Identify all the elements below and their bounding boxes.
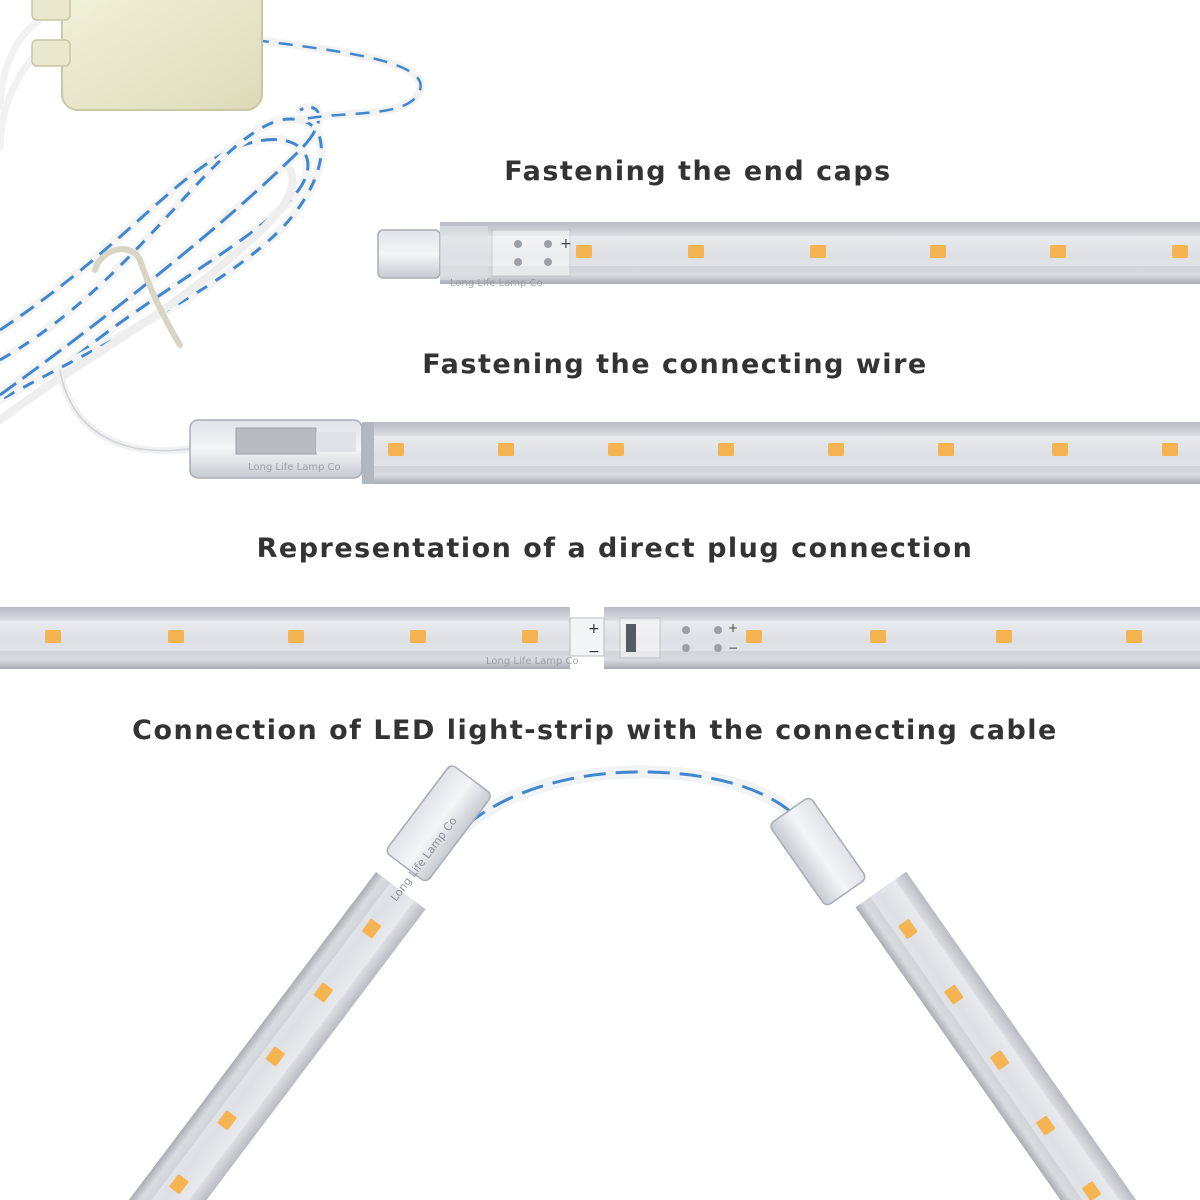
- minus-sign-label: −: [588, 644, 600, 660]
- led-chip: [522, 630, 538, 643]
- led-chip: [898, 919, 918, 939]
- led-chip: [930, 245, 946, 258]
- led-chip-row-2: [388, 443, 1178, 456]
- led-chip: [688, 245, 704, 258]
- led-chip: [1162, 443, 1178, 456]
- driver-cable-coil: [0, 0, 425, 455]
- caption-light-strip-cable: Connection of LED light-strip with the c…: [132, 715, 1058, 746]
- led-chip: [168, 630, 184, 643]
- led-chip: [1036, 1115, 1055, 1136]
- led-chip: [996, 630, 1012, 643]
- caption-direct-plug: Representation of a direct plug connecti…: [256, 533, 974, 564]
- led-chip-row-1: [576, 245, 1188, 258]
- led-chip: [265, 1046, 285, 1067]
- led-chip: [718, 443, 734, 456]
- caption-connecting-wire: Fastening the connecting wire: [422, 349, 928, 380]
- led-chip-row-4: [169, 918, 381, 1194]
- led-strip-connecting-wire: [189, 419, 1200, 484]
- led-chip: [169, 1174, 189, 1194]
- led-chip: [944, 984, 964, 1005]
- led-chip: [870, 630, 886, 643]
- led-chip: [828, 443, 844, 456]
- brand-print: Long Life Lamp Co: [248, 462, 341, 473]
- brand-print: Long Life Lamp Co: [450, 278, 543, 289]
- led-chip: [810, 245, 826, 258]
- led-chip: [576, 245, 592, 258]
- led-strip-direct-plug: [0, 607, 1200, 669]
- led-chip: [217, 1110, 237, 1131]
- led-chip: [410, 630, 426, 643]
- led-chip-row-3: [45, 630, 1142, 643]
- led-chip: [990, 1050, 1010, 1070]
- led-chip: [362, 918, 381, 939]
- led-strip-end-cap: [377, 222, 1200, 284]
- plus-sign-label: +: [728, 621, 738, 635]
- flex-cable-connection: Long Life Lamp Co: [123, 765, 1148, 1200]
- led-chip: [1050, 245, 1066, 258]
- led-chip: [1082, 1181, 1101, 1200]
- led-chip: [608, 443, 624, 456]
- led-chip: [1172, 245, 1188, 258]
- led-chip: [1126, 630, 1142, 643]
- plus-sign-label: +: [560, 236, 572, 252]
- led-chip: [313, 982, 333, 1003]
- led-chip: [388, 443, 404, 456]
- brand-print: Long Life Lamp Co: [486, 656, 579, 667]
- led-chip: [1052, 443, 1068, 456]
- plus-sign-label: +: [588, 621, 600, 637]
- led-chip-row-5: [898, 919, 1101, 1200]
- caption-end-caps: Fastening the end caps: [504, 156, 892, 187]
- led-chip: [498, 443, 514, 456]
- led-chip: [288, 630, 304, 643]
- led-chip: [938, 443, 954, 456]
- minus-sign-label: −: [728, 641, 738, 655]
- led-chip: [45, 630, 61, 643]
- led-chip: [746, 630, 762, 643]
